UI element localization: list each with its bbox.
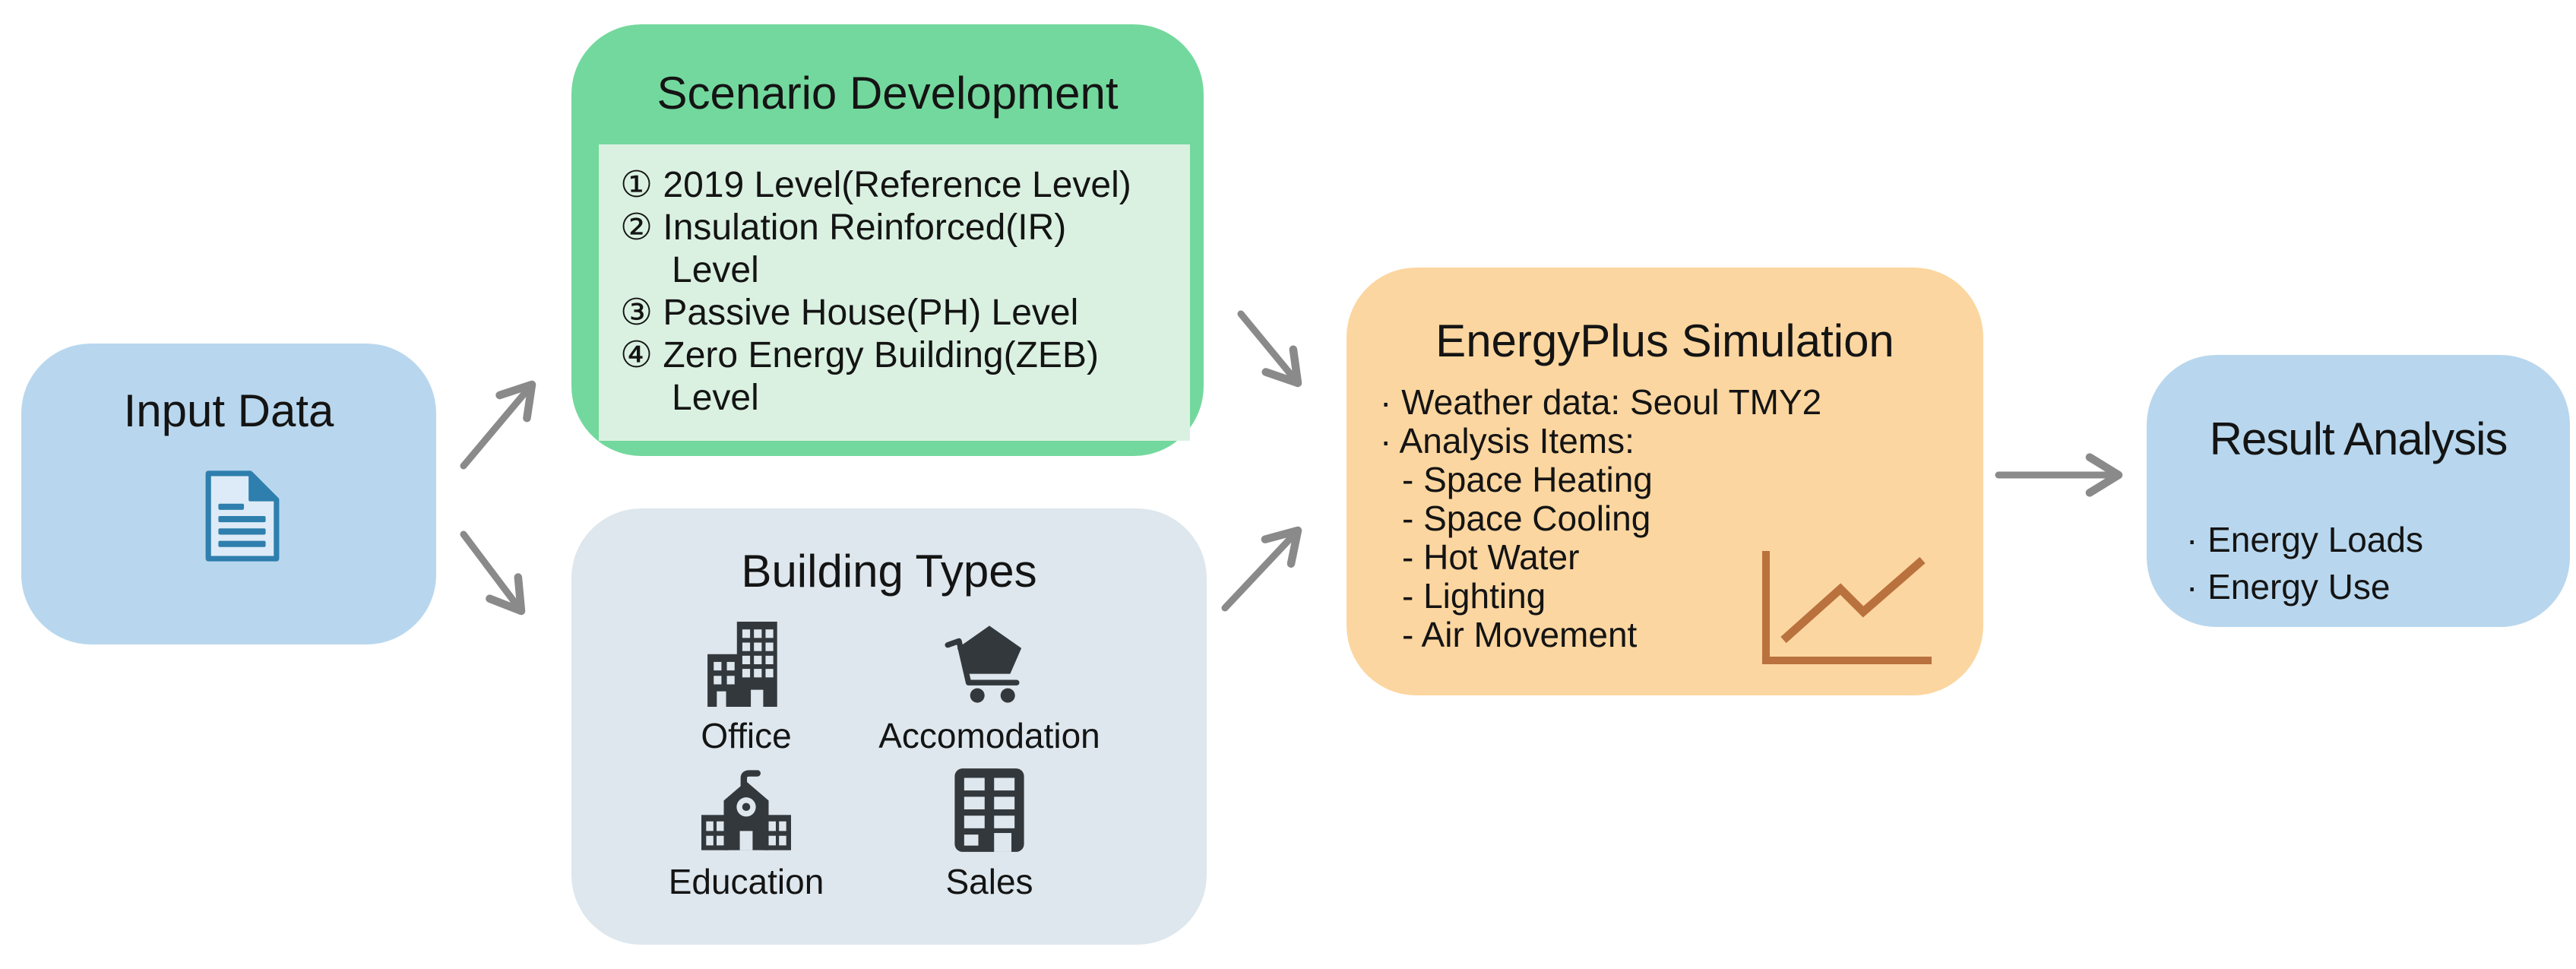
scenario-item: ③ Passive House(PH) Level <box>620 293 1079 333</box>
input-data-title: Input Data <box>123 385 334 436</box>
arrow-scenario-to-energyplus <box>1237 310 1302 388</box>
building-type-label: Office <box>701 716 792 755</box>
scenario-development-title: Scenario Development <box>657 68 1119 119</box>
arrow-input-to-scenario <box>460 380 536 470</box>
result-item: · Energy Use <box>2186 567 2391 606</box>
input-data-box: Input Data <box>21 344 436 644</box>
arrow-input-to-building <box>460 530 526 616</box>
scenario-item: ④ Zero Energy Building(ZEB) <box>620 335 1099 375</box>
result-item: · Energy Loads <box>2186 520 2423 559</box>
building-type-education: Education <box>625 765 868 911</box>
document-icon <box>205 470 280 562</box>
building-type-label: Education <box>668 862 824 901</box>
sales-building-icon <box>954 768 1024 852</box>
analysis-item: - Space Cooling <box>1402 499 1651 538</box>
building-types-grid: Office Accomodation <box>625 619 1111 911</box>
energyplus-simulation-box: EnergyPlus Simulation · Weather data: Se… <box>1347 268 1983 695</box>
analysis-item: - Air Movement <box>1402 615 1638 654</box>
building-type-sales: Sales <box>868 765 1111 911</box>
building-types-title: Building Types <box>741 546 1037 597</box>
building-type-label: Sales <box>945 862 1033 901</box>
analysis-item: - Hot Water <box>1402 537 1580 577</box>
school-icon <box>701 770 791 850</box>
analysis-item: · Weather data: Seoul TMY2 <box>1380 382 1822 422</box>
scenario-item: ① 2019 Level(Reference Level) <box>620 165 1131 205</box>
shopping-cart-icon <box>945 625 1022 703</box>
building-type-office: Office <box>625 619 868 765</box>
analysis-item: · Analysis Items: <box>1380 421 1635 461</box>
scenario-item-continuation: Level <box>672 378 759 418</box>
building-type-label: Accomodation <box>878 716 1100 755</box>
scenario-development-box: Scenario Development ① 2019 Level(Refere… <box>571 24 1204 456</box>
scenario-item: ② Insulation Reinforced(IR) <box>620 207 1067 248</box>
office-building-icon <box>707 622 777 707</box>
building-type-accomodation: Accomodation <box>868 619 1111 765</box>
analysis-item: - Lighting <box>1402 576 1546 616</box>
arrow-building-to-energyplus <box>1221 526 1302 612</box>
scenario-list-panel: ① 2019 Level(Reference Level) ② Insulati… <box>599 144 1190 441</box>
analysis-item: - Space Heating <box>1402 460 1653 499</box>
result-analysis-title: Result Analysis <box>2209 413 2508 464</box>
line-chart-icon <box>1762 551 1932 664</box>
result-list: · Energy Loads · Energy Use <box>2186 516 2423 610</box>
building-types-box: Building Types <box>571 508 1207 945</box>
energyplus-simulation-title: EnergyPlus Simulation <box>1435 315 1894 366</box>
energyplus-detail-list: · Weather data: Seoul TMY2 · Analysis It… <box>1380 383 1821 654</box>
result-analysis-box: Result Analysis · Energy Loads · Energy … <box>2147 355 2570 627</box>
scenario-item-continuation: Level <box>672 250 759 290</box>
